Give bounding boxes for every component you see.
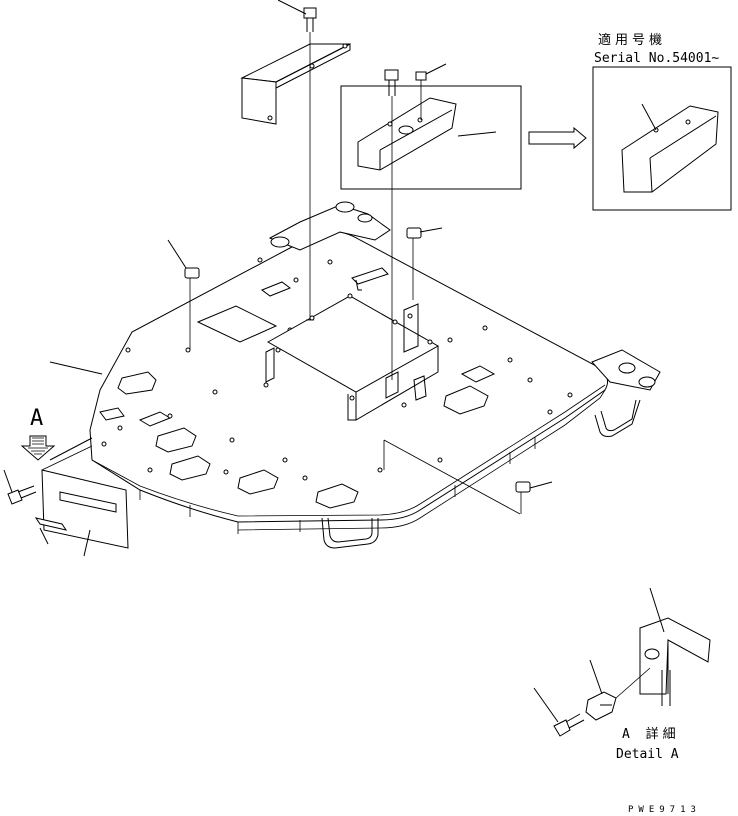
serial-label-jp: 適用号機 — [598, 32, 666, 48]
front-handle-rail — [321, 517, 379, 549]
detail-a-bracket — [639, 587, 711, 706]
seal-strip — [34, 517, 68, 545]
rear-bracket-cover — [240, 43, 351, 125]
plate-leader — [83, 529, 91, 557]
plug-center — [406, 227, 443, 300]
bolt-rear-bracket — [277, 0, 317, 321]
right-mount-rail — [591, 349, 661, 437]
floor-holes — [101, 257, 573, 481]
frame-leader — [49, 361, 103, 375]
console-base-plate — [265, 293, 440, 421]
plug-left — [167, 239, 200, 350]
serial-inset-box — [592, 66, 732, 211]
detail-label-jp: A 詳細 — [622, 726, 680, 742]
rear-mount-left — [268, 201, 391, 251]
floor-cutouts — [99, 267, 496, 509]
drawing-code: PWE9713 — [628, 805, 701, 815]
detail-label-en: Detail A — [616, 747, 679, 762]
front-cover-plate — [41, 445, 129, 549]
bolt-console — [354, 69, 399, 380]
view-arrow-a — [20, 435, 56, 461]
detail-a-clip — [585, 659, 651, 721]
plug-right — [383, 439, 553, 515]
serial-arrow — [528, 126, 587, 150]
bolt-front-cover — [3, 469, 37, 505]
washer-console — [415, 63, 447, 120]
serial-label-en: Serial No.54001∼ — [594, 51, 719, 66]
detail-a-bolt — [533, 687, 585, 737]
view-letter-a: A — [30, 406, 43, 431]
cover-inset-box — [340, 85, 522, 190]
